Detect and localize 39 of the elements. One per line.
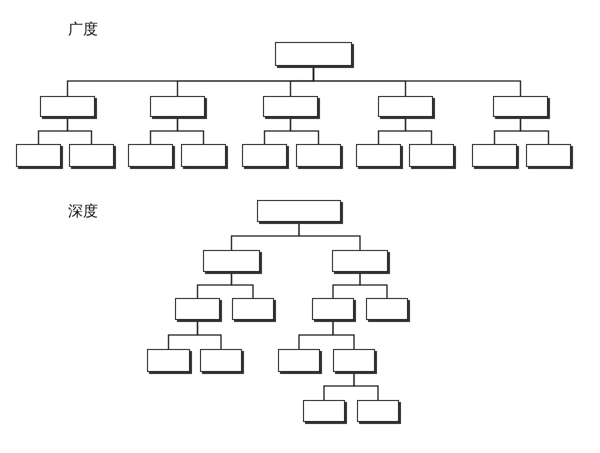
tree-box — [409, 144, 454, 167]
tree-box — [263, 96, 318, 117]
tree-box — [278, 349, 320, 372]
tree-box — [257, 200, 341, 222]
tree-box — [303, 400, 345, 422]
tree-box — [128, 144, 173, 167]
tree-box — [357, 400, 399, 422]
connector-line — [298, 222, 361, 250]
tree-box — [242, 144, 287, 167]
tree-box — [332, 250, 388, 272]
tree-box — [493, 96, 548, 117]
tree-box — [150, 96, 205, 117]
connector-line — [66, 117, 92, 144]
connector-line — [359, 272, 388, 298]
tree-box — [200, 349, 242, 372]
tree-box — [333, 349, 375, 372]
tree-box — [40, 96, 95, 117]
tree-box — [16, 144, 61, 167]
tree-box — [275, 42, 352, 66]
tree-box — [203, 250, 260, 272]
tree-box — [175, 298, 220, 320]
connector-line — [312, 66, 522, 96]
tree-box — [147, 349, 190, 372]
tree-box — [526, 144, 571, 167]
tree-box — [312, 298, 354, 320]
tree-box — [356, 144, 401, 167]
tree-box — [296, 144, 341, 167]
tree-box — [69, 144, 114, 167]
connector-line — [332, 320, 355, 349]
section-label: 广度 — [68, 22, 98, 37]
tree-box — [366, 298, 408, 320]
tree-box — [378, 96, 433, 117]
connector-line — [196, 320, 222, 349]
section-label: 深度 — [68, 204, 98, 219]
tree-box — [472, 144, 517, 167]
tree-box — [181, 144, 226, 167]
tree-box — [232, 298, 274, 320]
connector-line — [230, 272, 254, 298]
connector-line — [353, 372, 379, 400]
